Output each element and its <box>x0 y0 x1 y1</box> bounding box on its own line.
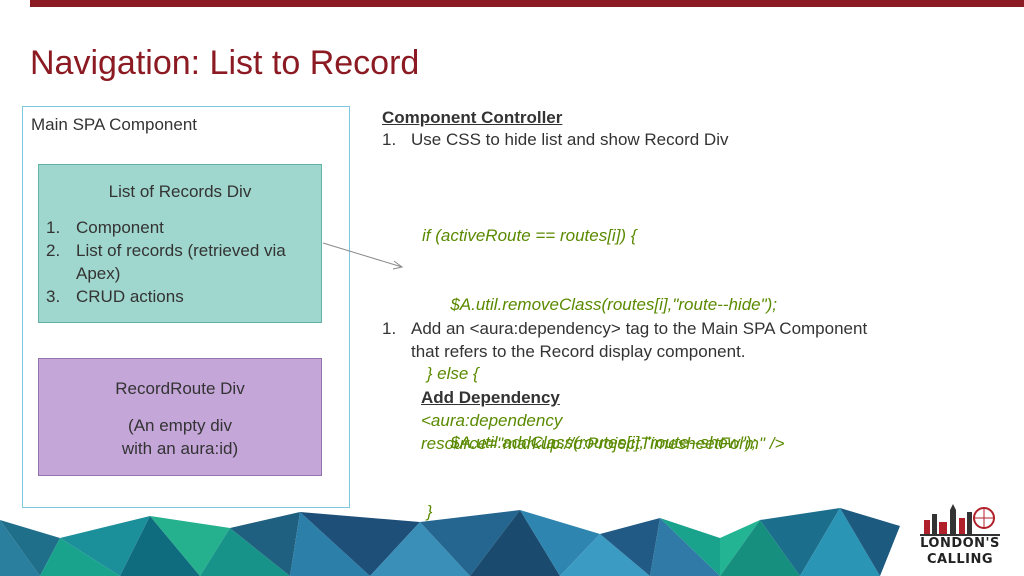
record-div-desc-line1: (An empty div <box>128 416 232 435</box>
step-text: Add an <aura:dependency> tag to the Main… <box>411 317 867 363</box>
dependency-section: Add Dependency <aura:dependency resource… <box>421 386 1001 455</box>
record-route-div: RecordRoute Div (An empty div with an au… <box>38 358 322 476</box>
step-number: 1. <box>382 319 397 338</box>
step-number: 1. <box>382 130 397 149</box>
code-line: } <box>422 502 433 521</box>
main-spa-component-box: Main SPA Component List of Records Div 1… <box>22 106 350 508</box>
top-accent-bar <box>30 0 1024 7</box>
logo-text-line1: LONDON'S <box>920 536 1000 551</box>
list-item-number: 1. <box>46 218 61 237</box>
logo-text-line2: CALLING <box>926 552 994 567</box>
record-div-description: (An empty div with an aura:id) <box>39 414 321 460</box>
list-div-title: List of Records Div <box>108 182 252 201</box>
controller-heading: Component Controller <box>382 108 563 127</box>
list-item-number: 2. <box>46 241 61 260</box>
list-item-text: List of records (retrieved via Apex) <box>76 241 286 283</box>
list-item: 3. CRUD actions <box>46 285 316 308</box>
step-text-line2: that refers to the Record display compon… <box>411 342 746 361</box>
footer-mountain-graphic <box>0 508 900 576</box>
record-div-desc-line2: with an aura:id) <box>121 439 239 458</box>
skyline-icon <box>920 504 1000 536</box>
controller-step-1: 1. Use CSS to hide list and show Record … <box>382 128 1002 151</box>
main-spa-component-label: Main SPA Component <box>31 115 197 134</box>
list-item: 2. List of records (retrieved via Apex) <box>46 239 316 285</box>
controller-step-2: 1. Add an <aura:dependency> tag to the M… <box>382 317 1002 363</box>
step-text-line1: Add an <aura:dependency> tag to the Main… <box>411 319 868 338</box>
controller-section: Component Controller 1. Use CSS to hide … <box>382 108 1002 521</box>
dependency-heading: Add Dependency <box>421 388 560 407</box>
record-div-title: RecordRoute Div <box>115 379 245 398</box>
code-line: } else { <box>422 364 479 383</box>
code-line: $A.util.addClass(routes[i],"route--show"… <box>422 433 757 452</box>
dependency-code-line2: resource="markup://c:ProjectTimesheetFor… <box>421 434 785 453</box>
step-text: Use CSS to hide list and show Record Div <box>411 130 729 149</box>
londons-calling-logo: LONDON'S CALLING <box>918 500 1002 570</box>
code-line: if (activeRoute == routes[i]) { <box>422 226 637 245</box>
slide-title: Navigation: List to Record <box>30 44 420 82</box>
list-div-items: 1. Component 2. List of records (retriev… <box>46 216 316 308</box>
list-of-records-div: List of Records Div 1. Component 2. List… <box>38 164 322 323</box>
list-item-text: CRUD actions <box>76 287 184 306</box>
dependency-code-line1: <aura:dependency <box>421 411 563 430</box>
list-item: 1. Component <box>46 216 316 239</box>
code-line: $A.util.removeClass(routes[i],"route--hi… <box>422 295 778 314</box>
code-snippet: if (activeRoute == routes[i]) { $A.util.… <box>422 178 777 569</box>
list-item-text: Component <box>76 218 164 237</box>
list-item-number: 3. <box>46 287 61 306</box>
